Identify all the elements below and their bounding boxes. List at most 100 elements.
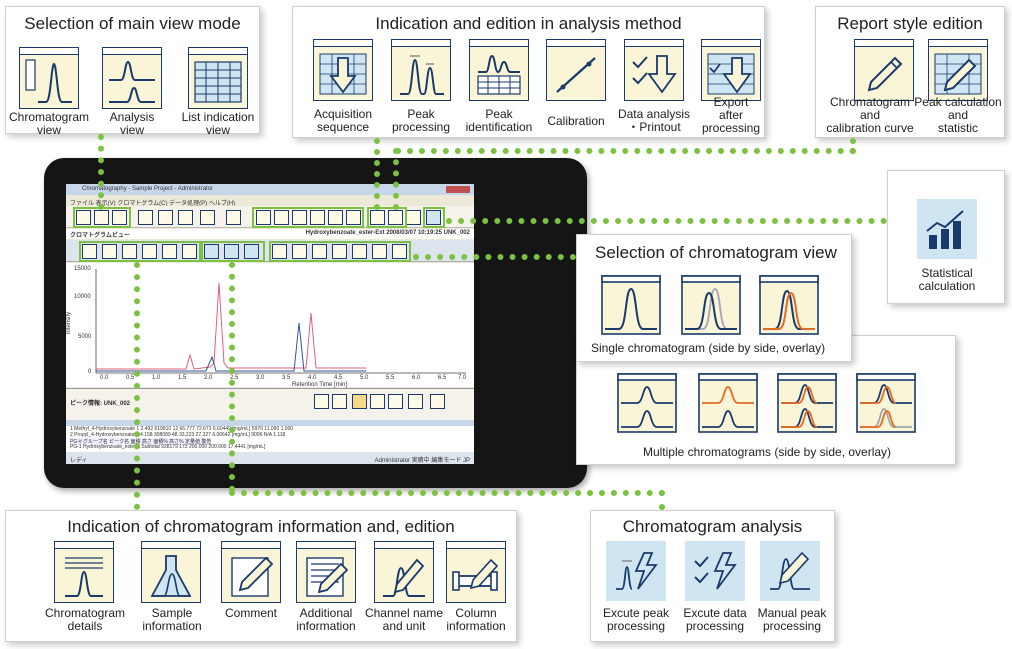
acquisition-sequence-label: Acquisition sequence <box>313 107 373 134</box>
toolbar-print-button[interactable] <box>178 210 193 225</box>
peak-view-4-button[interactable] <box>370 394 385 409</box>
statistical-calculation-icon[interactable] <box>917 199 977 259</box>
toolbar-single-view-2-button[interactable] <box>292 244 307 259</box>
analysis-view-icon[interactable] <box>102 47 162 109</box>
toolbar-exec-data-button[interactable] <box>224 244 239 259</box>
comment-icon[interactable] <box>221 541 281 603</box>
peak-processing-icon[interactable] <box>391 39 451 101</box>
report-style-panel: Report style edition Chromatogram and ca… <box>815 6 1005 138</box>
toolbar-list-view-button[interactable] <box>112 210 127 225</box>
toolbar-report-edit-1-button[interactable] <box>370 210 385 225</box>
file-info: Hydroxybenzoate_ester-Ext 2008/03/07 10:… <box>305 230 470 236</box>
column-information-icon[interactable] <box>446 541 506 603</box>
y-axis-label: Intensity <box>66 311 73 335</box>
multi-overlay-grey-icon[interactable] <box>856 373 916 433</box>
chromatogram-plot <box>95 269 466 374</box>
window-title: Chromatography - Sample Project - Admini… <box>82 186 214 192</box>
multi-overlay-icon[interactable] <box>777 373 837 433</box>
connector-chrom-analysis-v1 <box>229 262 235 492</box>
toolbar-peak-processing-button[interactable] <box>274 210 289 225</box>
peak-sum-button[interactable] <box>408 394 423 409</box>
chromatogram-calibration-label: Chromatogram and calibration curve <box>826 95 914 135</box>
table-row[interactable]: PG-# グループ名 ピーク名 面積 高さ 面積% 高さ% 定量値 警告 <box>70 438 212 445</box>
toolbar-multi-view-2-button[interactable] <box>352 244 367 259</box>
export-after-processing-icon[interactable] <box>701 39 761 101</box>
toolbar-chrom-details-button[interactable] <box>82 244 97 259</box>
toolbar-column-button[interactable] <box>182 244 197 259</box>
x-tick: 0.0 <box>100 375 109 381</box>
acquisition-sequence-icon[interactable] <box>313 39 373 101</box>
highlight-chrom-info <box>79 241 201 262</box>
table-row[interactable]: 1 Methyl_4-Hydroxybenzoate 1 2.492 61981… <box>70 426 294 432</box>
table-row[interactable]: PG-1 Hydroxybenzoate_ester 1 Subtotal 92… <box>70 444 266 450</box>
single-chromatogram-icon[interactable] <box>601 275 661 335</box>
toolbar-peak-id-button[interactable] <box>292 210 307 225</box>
toolbar-multi-view-1-button[interactable] <box>332 244 347 259</box>
additional-information-icon[interactable] <box>296 541 356 603</box>
toolbar-single-view-3-button[interactable] <box>312 244 327 259</box>
channel-name-unit-label: Channel name and unit <box>364 606 444 633</box>
toolbar-report-edit-2-button[interactable] <box>388 210 403 225</box>
toolbar-trash-button[interactable] <box>406 210 421 225</box>
toolbar-sample-info-button[interactable] <box>102 244 117 259</box>
connector-chrom-analysis-v2 <box>659 490 665 510</box>
peak-identification-icon[interactable] <box>469 39 529 101</box>
toolbar-doc-button[interactable] <box>200 210 215 225</box>
execute-data-processing-icon[interactable] <box>685 541 745 601</box>
main-view-title: Selection of main view mode <box>24 14 241 33</box>
toolbar-export-button[interactable] <box>346 210 361 225</box>
peak-view-5-button[interactable] <box>388 394 403 409</box>
calibration-icon[interactable] <box>546 39 606 101</box>
peak-identification-label: Peak identification <box>465 107 533 134</box>
export-after-processing-label: Export after processing <box>701 95 761 135</box>
multi-side-by-side-icon[interactable] <box>617 373 677 433</box>
toolbar-sequence-button[interactable] <box>256 210 271 225</box>
x-tick: 3.5 <box>282 375 291 381</box>
statistical-panel: Statistical calculation <box>887 170 1005 304</box>
toolbar-open-folder-button[interactable] <box>138 210 153 225</box>
toolbar-manual-peak-button[interactable] <box>244 244 259 259</box>
toolbar-statistics-button[interactable] <box>426 210 441 225</box>
connector-chrom-info <box>134 262 140 510</box>
toolbar-page-button[interactable] <box>226 210 241 225</box>
toolbar-additional-info-button[interactable] <box>142 244 157 259</box>
toolbar-chromatogram-view-button[interactable] <box>76 210 91 225</box>
manual-peak-processing-icon[interactable] <box>760 541 820 601</box>
toolbar-analysis-view-button[interactable] <box>94 210 109 225</box>
toolbar-channel-button[interactable] <box>162 244 177 259</box>
data-analysis-printout-icon[interactable] <box>624 39 684 101</box>
toolbar-single-view-1-button[interactable] <box>272 244 287 259</box>
peak-edit-button[interactable] <box>430 394 445 409</box>
toolbar-multi-view-3-button[interactable] <box>372 244 387 259</box>
toolbar-data-analysis-button[interactable] <box>328 210 343 225</box>
toolbar-folder-button[interactable] <box>158 210 173 225</box>
y-tick-5000: 5000 <box>78 334 92 340</box>
analysis-view-label: Analysis view <box>109 110 155 137</box>
toolbar-calibration-button[interactable] <box>310 210 325 225</box>
peak-view-2-button[interactable] <box>332 394 347 409</box>
single-overlay-grey-icon[interactable] <box>681 275 741 335</box>
single-overlay-color-icon[interactable] <box>759 275 819 335</box>
sample-information-icon[interactable] <box>141 541 201 603</box>
chromatogram-calibration-edit-icon[interactable] <box>854 39 914 101</box>
chromatogram-details-icon[interactable] <box>54 541 114 603</box>
peak-calculation-edit-icon[interactable] <box>928 39 988 101</box>
peak-view-3-button[interactable] <box>352 394 367 409</box>
toolbar-multi-view-4-button[interactable] <box>392 244 407 259</box>
additional-information-label: Additional information <box>296 606 356 633</box>
toolbar-exec-peak-button[interactable] <box>204 244 219 259</box>
x-tick: 2.0 <box>204 375 213 381</box>
multi-side-by-side-color-icon[interactable] <box>698 373 758 433</box>
highlight-view-mode <box>73 207 131 228</box>
x-tick: 4.5 <box>334 375 343 381</box>
peak-view-1-button[interactable] <box>314 394 329 409</box>
table-row[interactable]: 2 Propyl_4-Hydroxybenzoate 1 4.158 30808… <box>70 432 286 438</box>
list-indication-view-icon[interactable] <box>188 47 248 109</box>
channel-name-unit-icon[interactable] <box>374 541 434 603</box>
y-tick-10000: 10000 <box>74 294 91 300</box>
chromatogram-view-icon[interactable] <box>19 47 79 109</box>
menu-bar: ファイル 表示(V) クロマトグラム(C) データ処理(P) ヘルプ(H) <box>70 201 236 207</box>
toolbar-comment-button[interactable] <box>122 244 137 259</box>
execute-peak-processing-icon[interactable] <box>606 541 666 601</box>
x-tick: 7.0 <box>458 375 467 381</box>
